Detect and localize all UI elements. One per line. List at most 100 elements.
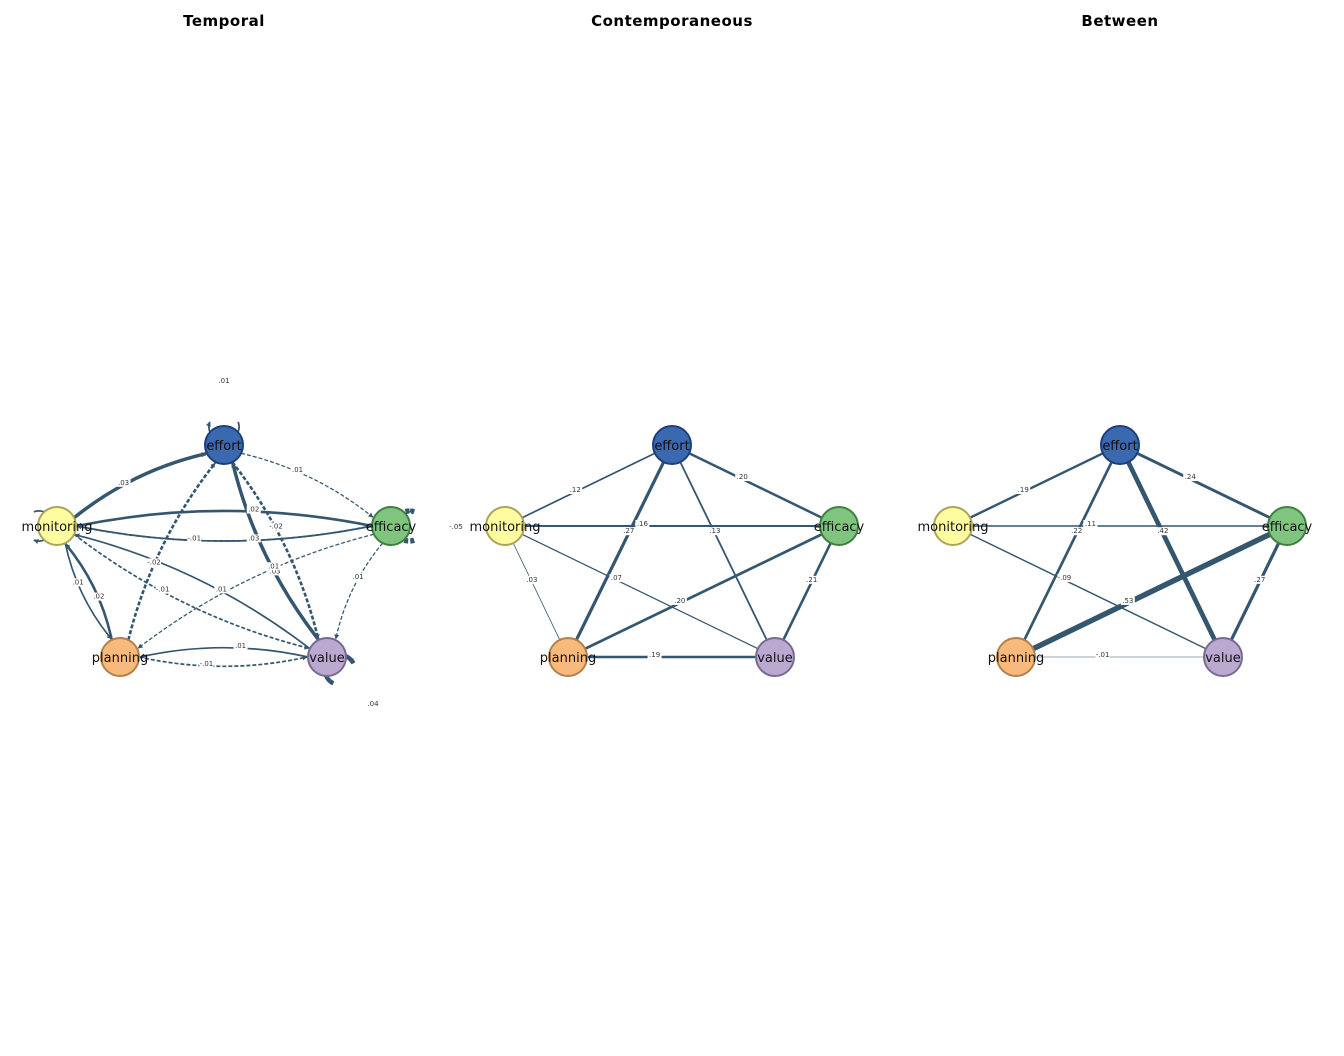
edge-label-bg xyxy=(635,520,650,528)
edge-label-bg xyxy=(1057,574,1072,583)
edge-label: .01 xyxy=(353,573,364,581)
edge-label: .16 xyxy=(637,520,649,528)
node-circle xyxy=(1267,506,1307,546)
edge-label: -.01 xyxy=(156,586,170,594)
node-label: monitoring xyxy=(470,520,541,535)
node-circle xyxy=(1100,425,1140,465)
edge-label: .01 xyxy=(268,562,279,570)
edge-label: .01 xyxy=(292,466,303,474)
edge-label-bg xyxy=(155,585,170,594)
node-value: value xyxy=(307,637,347,677)
edge-efficacy-planning xyxy=(137,533,375,649)
edge-label: .07 xyxy=(611,574,622,582)
edge-label-bg xyxy=(351,572,366,581)
panel-contemporaneous: Contemporaneous.12.20.16.27.13.03.07.20.… xyxy=(470,12,865,677)
edge-planning-efficacy xyxy=(1031,531,1272,652)
edge-label-bg xyxy=(147,558,162,567)
node-value: value xyxy=(755,637,795,677)
edge-effort-planning xyxy=(1023,461,1113,641)
node-label: value xyxy=(309,651,345,666)
panels-container: Temporal.01-.05.04.01.03.01.02-.01.03-.0… xyxy=(22,12,1313,708)
edge-label: .53 xyxy=(1122,597,1133,605)
edge-label-bg xyxy=(1120,596,1135,605)
edge-label-bg xyxy=(568,485,583,494)
edge-monitoring-planning xyxy=(64,542,112,640)
edge-label-bg xyxy=(1155,527,1170,536)
edge-label: .12 xyxy=(570,486,581,494)
edge-label: .27 xyxy=(623,527,634,535)
node-label: value xyxy=(757,651,793,666)
node-monitoring: monitoring xyxy=(22,506,92,546)
edge-monitoring-effort xyxy=(969,452,1104,519)
node-effort: effort xyxy=(1100,425,1140,465)
node-label: planning xyxy=(988,651,1044,666)
edge-label-bg xyxy=(91,592,106,601)
node-circle xyxy=(204,425,244,465)
edge-label: .03 xyxy=(526,576,537,584)
node-circle xyxy=(933,506,973,546)
edge-label-bg xyxy=(187,534,202,543)
edge-label-bg xyxy=(1183,473,1198,482)
edge-label-bg xyxy=(246,505,261,514)
node-circle xyxy=(37,506,77,546)
panel-between: Between.19.24.11.22.42-.09.53.27-.01effo… xyxy=(918,12,1313,677)
edge-monitoring-effort xyxy=(521,452,656,519)
edge-monitoring-value xyxy=(73,533,310,650)
edge-label-bg xyxy=(672,596,687,605)
edge-efficacy-value xyxy=(334,542,384,640)
node-efficacy: efficacy xyxy=(1262,506,1313,546)
node-planning: planning xyxy=(540,637,596,677)
edge-effort-planning xyxy=(574,461,666,641)
edge-label: .19 xyxy=(1018,486,1029,494)
edge-monitoring-effort xyxy=(73,452,207,520)
node-circle xyxy=(996,637,1036,677)
edge-label: -.01 xyxy=(1096,651,1110,659)
panel-title: Temporal xyxy=(183,12,265,30)
edge-label: .11 xyxy=(1085,520,1096,528)
edge-label-bg xyxy=(621,527,636,536)
edge-planning-monitoring xyxy=(64,543,114,641)
node-label: value xyxy=(1205,651,1241,666)
edge-label-bg xyxy=(1252,575,1267,584)
edge-label: .04 xyxy=(367,700,379,708)
node-value: value xyxy=(1203,637,1243,677)
node-circle xyxy=(485,506,525,546)
edge-label-bg xyxy=(217,377,231,385)
edge-label: .24 xyxy=(1185,473,1197,481)
node-circle xyxy=(100,637,140,677)
edge-label-bg xyxy=(1069,527,1084,536)
edge-label: .01 xyxy=(218,377,229,385)
edge-label: .21 xyxy=(806,576,817,584)
node-efficacy: efficacy xyxy=(366,506,417,546)
node-efficacy: efficacy xyxy=(814,506,865,546)
edges xyxy=(33,421,416,686)
edge-label: .01 xyxy=(235,642,246,650)
edge-label-bg xyxy=(1083,520,1098,528)
edge-label-bg xyxy=(268,522,283,531)
edge-label-bg xyxy=(266,562,281,571)
edge-label: .20 xyxy=(674,597,685,605)
edge-effort-value xyxy=(1126,461,1217,641)
edge-label-bg xyxy=(609,574,624,583)
edge-label-bg xyxy=(199,659,214,668)
edge-label-bg xyxy=(233,642,248,651)
edge-planning-effort xyxy=(127,462,217,641)
edge-efficacy-monitoring xyxy=(76,524,373,542)
edge-label: .20 xyxy=(737,473,748,481)
edge-effort-value xyxy=(231,461,320,640)
edge-label-bg xyxy=(116,478,131,487)
edges xyxy=(969,451,1281,658)
edge-label: .03 xyxy=(118,479,129,487)
node-label: planning xyxy=(540,651,596,666)
edge-planning-value xyxy=(138,655,308,668)
edge-label-bg xyxy=(214,585,229,594)
node-effort: effort xyxy=(652,425,692,465)
edge-label: -.01 xyxy=(187,534,201,542)
edge-label: .13 xyxy=(709,527,720,535)
edge-label-bg xyxy=(71,578,86,587)
edge-label: -.01 xyxy=(200,660,214,668)
edge-label: .02 xyxy=(248,506,259,514)
edge-monitoring-planning xyxy=(512,542,561,641)
